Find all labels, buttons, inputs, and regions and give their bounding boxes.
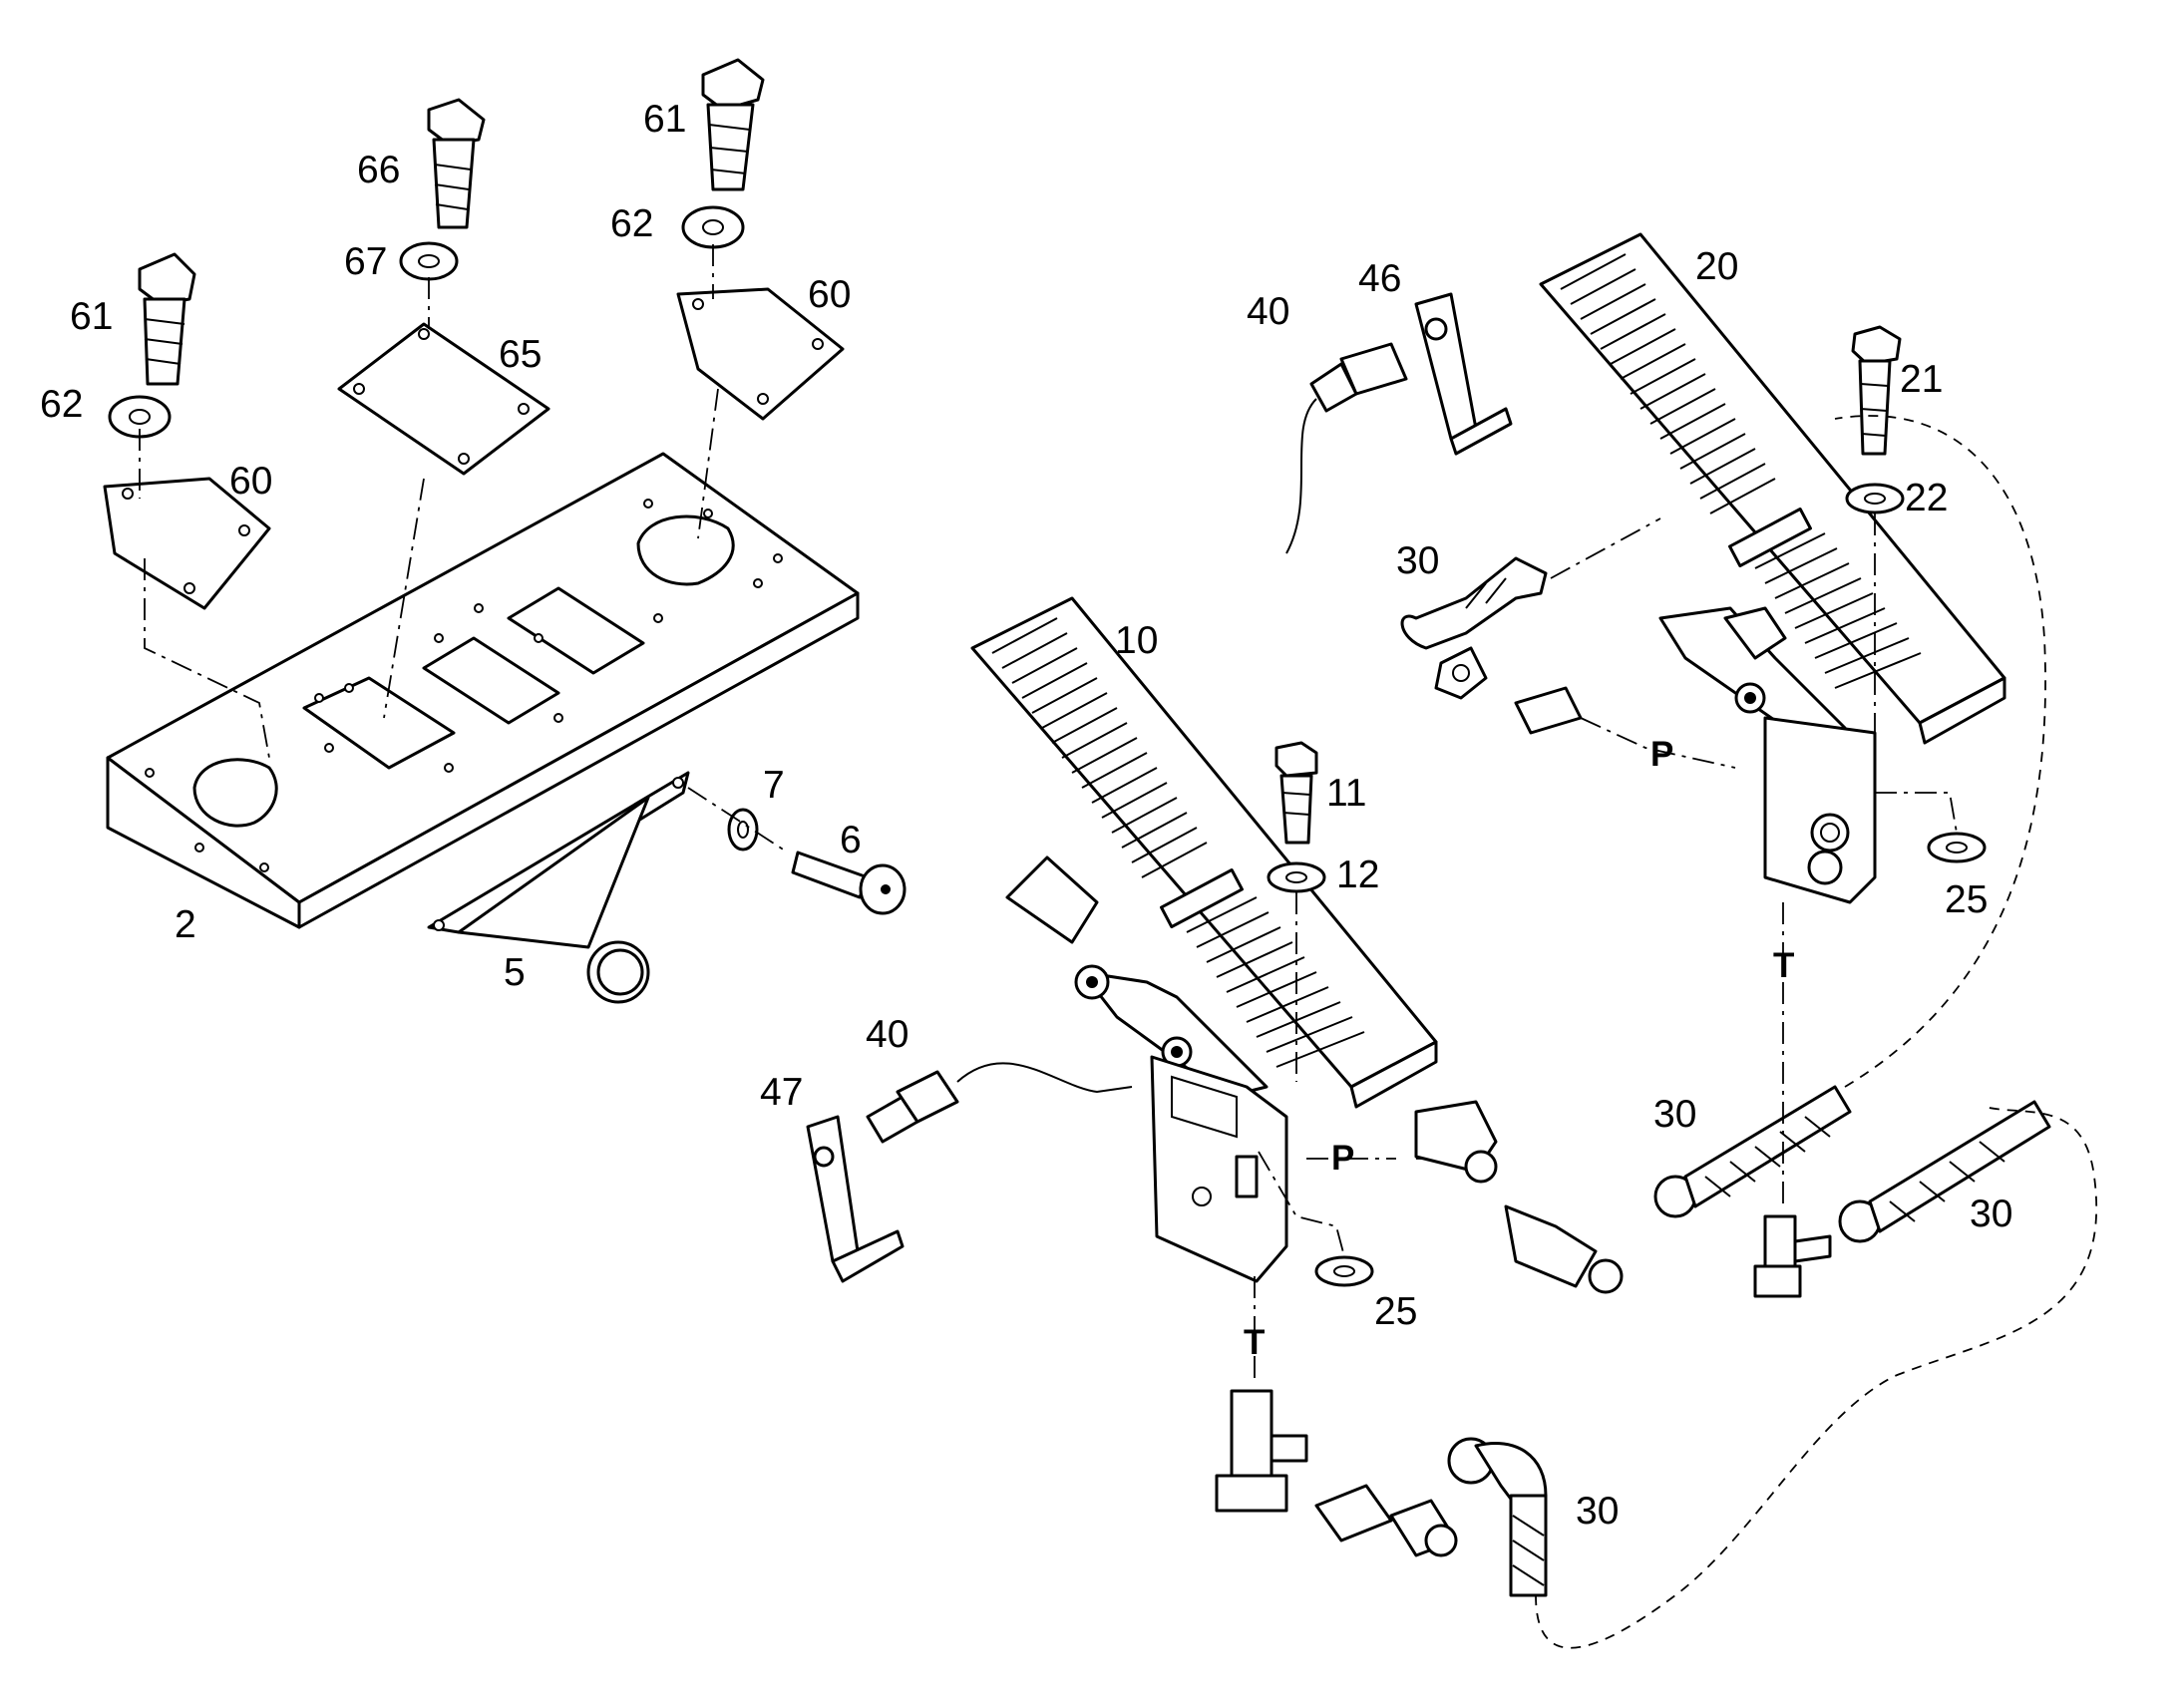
washer-12	[1267, 861, 1326, 893]
bolt-61-right	[701, 58, 765, 191]
callout-25-right: 25	[1945, 878, 1988, 921]
callout-62-left: 62	[40, 383, 83, 426]
callout-46: 46	[1358, 257, 1401, 300]
bracket-46	[1414, 292, 1513, 456]
callout-60-left: 60	[229, 460, 272, 503]
callout-21: 21	[1900, 358, 1943, 401]
bracket-47	[806, 1115, 905, 1283]
callout-7: 7	[763, 764, 785, 807]
callout-40-upper: 40	[1247, 290, 1289, 333]
callout-61-left: 61	[70, 295, 113, 338]
hose-30-upper	[1400, 556, 1583, 735]
callout-67: 67	[344, 240, 387, 283]
callout-40-left: 40	[866, 1013, 908, 1056]
plate-60-right	[676, 287, 845, 421]
hose-30-lower	[1447, 1437, 1548, 1597]
screw-6	[791, 851, 907, 915]
callout-61-right: 61	[643, 98, 686, 141]
plate-65	[337, 322, 550, 476]
bolt-66	[427, 98, 486, 229]
washer-22	[1845, 483, 1905, 514]
callout-2: 2	[175, 903, 196, 946]
sensor-40-upper	[1285, 342, 1408, 554]
callout-60-right: 60	[808, 273, 851, 316]
port-t-left: T	[1244, 1323, 1265, 1362]
port-p-left: P	[1331, 1139, 1354, 1178]
callout-66: 66	[357, 149, 400, 191]
washer-7	[727, 808, 759, 852]
port-p-right: P	[1650, 735, 1673, 774]
callout-11: 11	[1326, 772, 1367, 815]
fitting-t-right	[1753, 1214, 1832, 1298]
callout-22: 22	[1905, 477, 1948, 519]
hose-30-mid	[1653, 1085, 1852, 1218]
callout-6: 6	[840, 819, 862, 861]
floor-plate	[106, 452, 860, 929]
bolt-61-left	[138, 252, 196, 386]
bolt-11	[1274, 741, 1318, 845]
port-t-right: T	[1773, 946, 1794, 985]
pedal-10	[970, 596, 1438, 1283]
callout-30-mid: 30	[1653, 1093, 1696, 1136]
port-labels: P T P T	[1244, 735, 1794, 1362]
callout-12: 12	[1336, 854, 1379, 896]
sensor-40-left	[866, 1062, 1133, 1144]
callout-47: 47	[760, 1071, 803, 1114]
fitting-t-left-1	[1215, 1389, 1308, 1513]
callout-labels: 2 5 6 7 10 11 12 20 21 22 25 25 30 30 30…	[40, 98, 2012, 1533]
washer-67	[399, 241, 459, 281]
fitting-t-left-2	[1314, 1484, 1458, 1557]
fitting-p-left	[1414, 1100, 1624, 1294]
washer-25-right	[1927, 832, 1987, 863]
washer-25-left	[1314, 1255, 1374, 1287]
callout-30-right: 30	[1970, 1193, 2012, 1235]
callout-5: 5	[504, 951, 526, 994]
callout-30-upper: 30	[1396, 539, 1439, 582]
pedal-20-slots	[1560, 253, 1922, 689]
plate-60-left	[103, 477, 271, 610]
funnel-bracket	[427, 771, 690, 1004]
callout-10: 10	[1115, 619, 1158, 662]
callout-20: 20	[1695, 245, 1738, 288]
pedal-10-slots	[991, 617, 1365, 1068]
pedal-20	[1539, 232, 2006, 904]
callout-30-lower: 30	[1576, 1490, 1619, 1533]
callout-65: 65	[499, 333, 542, 376]
bolt-21	[1851, 325, 1902, 456]
callout-62-right: 62	[610, 202, 653, 245]
callout-25-left: 25	[1374, 1290, 1417, 1333]
hose-30-right	[1838, 1100, 2051, 1243]
washer-62-right	[681, 205, 745, 249]
